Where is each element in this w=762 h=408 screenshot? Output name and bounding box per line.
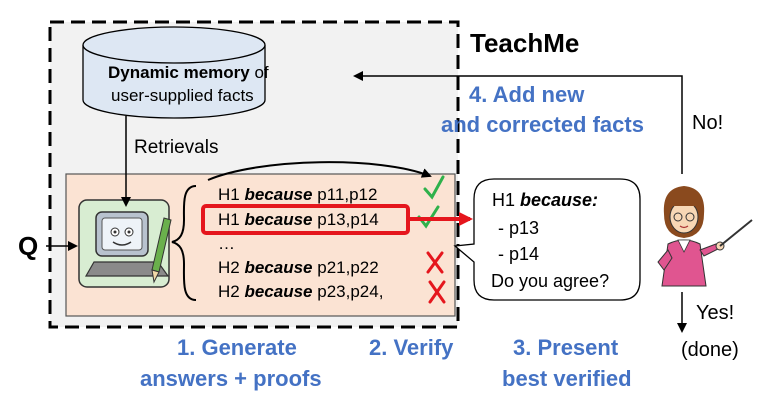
computer-icon xyxy=(78,199,172,288)
dialog-head: H1 xyxy=(492,190,521,210)
feedback-done-label: (done) xyxy=(681,339,739,361)
hypothesis-head: H2 xyxy=(218,282,245,301)
dialog-item: - p14 xyxy=(498,244,540,264)
memory-title: Dynamic memory of xyxy=(108,63,269,83)
memory-cylinder xyxy=(82,26,266,119)
step1-label-line2: answers + proofs xyxy=(140,366,322,391)
feedback-no-label: No! xyxy=(692,112,724,134)
hypothesis-keyword: because xyxy=(244,210,313,229)
hypotheses-brace xyxy=(171,185,197,301)
step1-label-line1: 1. Generate xyxy=(177,335,297,360)
hypothesis-head: H1 xyxy=(218,185,245,204)
hypothesis-proofs: p11,p12 xyxy=(312,185,378,204)
step3-label-line2: best verified xyxy=(502,366,632,391)
step4-label-line1: 4. Add new xyxy=(469,82,585,107)
selected-hypothesis-frame xyxy=(201,204,410,235)
hypothesis-head: H1 xyxy=(218,210,245,229)
dialog-item: - p13 xyxy=(498,218,540,238)
feedback-no-arrow xyxy=(353,71,683,174)
dialog-bubble xyxy=(453,178,641,301)
hypothesis-row: H2 because p23,p24, xyxy=(218,282,383,302)
memory-title-bold: Dynamic memory xyxy=(108,63,250,82)
hypothesis-proofs: p21,p22 xyxy=(312,258,379,277)
hypothesis-keyword: because xyxy=(244,282,313,301)
cross-icon xyxy=(428,280,446,304)
cross-icon xyxy=(426,251,444,274)
step2-label: 2. Verify xyxy=(369,335,454,360)
hypothesis-row-selected: H1 because p13,p14 xyxy=(218,210,379,230)
feedback-yes-label: Yes! xyxy=(696,302,735,324)
hypothesis-head: H2 xyxy=(218,258,245,277)
teacher-icon xyxy=(657,186,753,287)
hypothesis-keyword: because xyxy=(244,185,313,204)
question-label: Q xyxy=(18,231,39,261)
step3-label-line1: 3. Present xyxy=(513,335,619,360)
dialog-line1: H1 because: xyxy=(492,190,598,211)
hypothesis-proofs: p23,p24, xyxy=(312,282,384,301)
hypothesis-row: H2 because p21,p22 xyxy=(218,258,379,278)
check-icon xyxy=(423,175,445,200)
hypothesis-proofs: p13,p14 xyxy=(312,210,379,229)
hypothesis-row: H1 because p11,p12 xyxy=(218,185,377,205)
retrievals-label: Retrievals xyxy=(134,137,219,158)
dialog-question: Do you agree? xyxy=(491,271,610,291)
memory-subtitle: user-supplied facts xyxy=(111,86,254,105)
step4-label-line2: and corrected facts xyxy=(441,112,644,137)
hypothesis-ellipsis: … xyxy=(218,234,235,253)
system-title: TeachMe xyxy=(470,28,580,58)
memory-title-rest: of xyxy=(249,63,269,82)
generate-arrow xyxy=(207,161,432,181)
dialog-keyword: because: xyxy=(520,190,599,210)
hypothesis-keyword: because xyxy=(244,258,313,277)
